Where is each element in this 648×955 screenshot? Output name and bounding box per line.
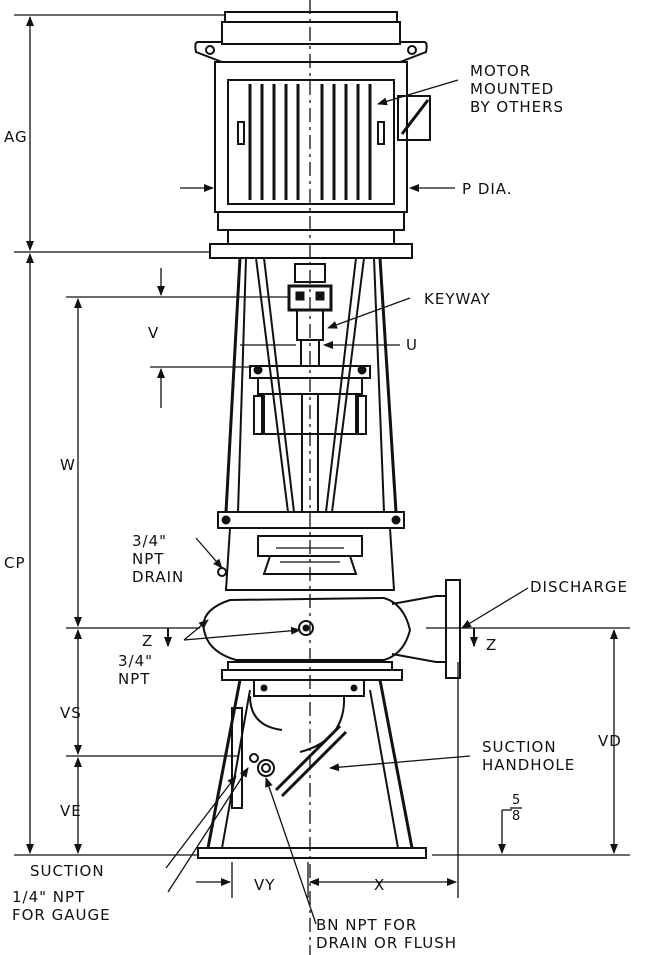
label-motor-1: MOTOR	[470, 62, 531, 80]
motor-stand	[217, 257, 405, 529]
label-ve: VE	[60, 802, 82, 820]
label-drain-2: NPT	[132, 550, 164, 568]
label-npt-1: 3/4"	[118, 652, 153, 670]
label-w: W	[60, 456, 76, 474]
label-vd: VD	[598, 732, 622, 750]
label-handhole-1: SUCTION	[482, 738, 557, 756]
label-gauge-2: FOR GAUGE	[12, 906, 111, 924]
label-keyway: KEYWAY	[424, 290, 491, 308]
label-p-dia: P DIA.	[462, 180, 513, 198]
label-gauge-1: 1/4" NPT	[12, 888, 85, 906]
label-cp: CP	[4, 554, 26, 572]
volute-casing	[202, 579, 461, 681]
label-drain-3: DRAIN	[132, 568, 184, 586]
leader-lines	[165, 79, 529, 925]
label-motor-3: BY OTHERS	[470, 98, 564, 116]
label-z-left: Z	[142, 632, 153, 650]
label-discharge: DISCHARGE	[530, 578, 628, 596]
label-motor-2: MOUNTED	[470, 80, 554, 98]
labels: MOTOR MOUNTED BY OTHERS P DIA. AG KEYWAY…	[4, 62, 628, 952]
motor	[194, 11, 431, 259]
pump-base-stand	[197, 679, 427, 859]
label-frac-num: 5	[512, 793, 521, 808]
label-suction: SUCTION	[30, 862, 105, 880]
label-v: V	[148, 324, 159, 342]
label-vs: VS	[60, 704, 82, 722]
label-u: U	[406, 336, 418, 354]
label-handhole-2: HANDHOLE	[482, 756, 575, 774]
label-z-right: Z	[486, 636, 497, 654]
label-vy: VY	[254, 876, 275, 894]
label-drain-1: 3/4"	[132, 532, 167, 550]
label-x: X	[374, 876, 385, 894]
label-ag: AG	[4, 128, 28, 146]
dimension-lines	[14, 14, 630, 898]
label-flush-2: DRAIN OR FLUSH	[316, 934, 457, 952]
label-npt-2: NPT	[118, 670, 150, 688]
seal-housing	[217, 527, 396, 591]
label-flush-1: BN NPT FOR	[316, 916, 417, 934]
label-frac-den: 8	[512, 809, 521, 824]
